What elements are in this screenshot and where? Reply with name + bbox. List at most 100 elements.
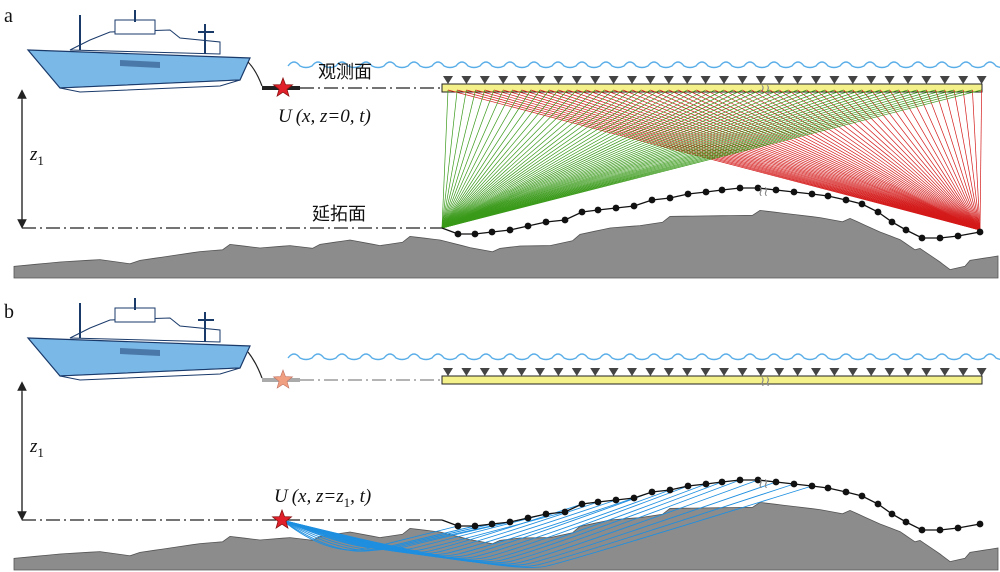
- tow-cable: [247, 61, 263, 87]
- ray-red: [953, 89, 981, 231]
- hydrophone-icon: [608, 76, 619, 84]
- observation-surface-label: 观测面: [318, 62, 372, 83]
- ray-green: [441, 89, 945, 229]
- ray-green: [441, 89, 532, 229]
- continuation-point: [808, 190, 816, 198]
- continuation-point: [702, 480, 710, 488]
- continuation-point: [684, 482, 692, 490]
- ray-red: [595, 89, 981, 231]
- ray-red: [475, 89, 981, 231]
- ray-red: [659, 89, 981, 231]
- survey-ship: [26, 10, 251, 93]
- hydrophone-icon: [590, 76, 601, 84]
- continuation-point: [506, 226, 514, 234]
- ray-green: [441, 89, 835, 229]
- ray-red: [972, 89, 981, 231]
- ray-red: [889, 89, 981, 231]
- continuation-point: [612, 496, 620, 504]
- continuation-point: [842, 488, 850, 496]
- hydrophone-icon: [921, 368, 932, 376]
- ray-green: [441, 89, 964, 229]
- ray-blue: [281, 499, 617, 556]
- ray-red: [778, 89, 981, 231]
- ray-red: [484, 89, 981, 231]
- continuation-point: [684, 190, 692, 198]
- continuation-points: [454, 184, 984, 242]
- ray-green: [441, 89, 982, 229]
- continuation-point: [772, 478, 780, 486]
- hydrophone-icon: [461, 76, 472, 84]
- hydrophone-icon: [847, 368, 858, 376]
- hydrophone-icon: [627, 76, 637, 84]
- continuation-point: [666, 194, 674, 202]
- ray-green: [441, 89, 734, 229]
- continuation-point: [790, 480, 798, 488]
- ray-red: [576, 89, 981, 231]
- ray-red: [567, 89, 981, 231]
- hydrophone-icon: [553, 76, 564, 84]
- ray-green: [441, 89, 909, 229]
- ray-red: [723, 89, 981, 231]
- ray-blue: [281, 485, 813, 568]
- hydrophone-icon: [663, 368, 674, 376]
- ray-green: [441, 89, 771, 229]
- hydrophone-icon: [976, 368, 987, 376]
- seafloor: [13, 501, 999, 571]
- ray-green: [441, 89, 642, 229]
- continuation-point: [594, 498, 602, 506]
- hydrophone-icon: [443, 76, 453, 84]
- hydrophone-icon: [866, 368, 877, 376]
- ray-paths: [281, 479, 813, 568]
- continuation-point: [936, 526, 944, 534]
- panel-b: b ≀≀ z1 ≀≀ U(x, z=z1, t): [4, 298, 1000, 571]
- break-mark-icon: ≀≀: [758, 184, 769, 200]
- ray-red: [962, 89, 981, 231]
- panel-a: a 观测面 ≀≀ z1 U(x, z: [4, 5, 1000, 279]
- continuation-point: [858, 492, 866, 500]
- hydrophone-icon: [682, 368, 693, 376]
- continuation-point: [488, 228, 496, 236]
- ray-green: [441, 89, 918, 229]
- ray-red: [788, 89, 981, 231]
- ray-red: [604, 89, 981, 231]
- ray-red: [935, 89, 981, 231]
- seafloor: [13, 209, 999, 279]
- ray-red: [530, 89, 981, 231]
- hydrophone-icon: [608, 368, 619, 376]
- continuation-point: [471, 522, 479, 530]
- continuation-point: [561, 216, 569, 224]
- ray-green: [441, 89, 669, 229]
- continuation-point: [790, 188, 798, 196]
- ray-red: [944, 89, 981, 231]
- hydrophone-icon: [921, 76, 932, 84]
- ray-green: [441, 89, 863, 229]
- ray-green: [441, 89, 872, 229]
- continuation-point: [718, 186, 726, 194]
- ray-red: [760, 89, 981, 231]
- ray-red: [539, 89, 981, 231]
- source-star-faded: [272, 369, 294, 389]
- ray-red: [668, 89, 981, 231]
- continuation-point: [936, 234, 944, 242]
- continuation-point: [612, 204, 620, 212]
- ray-green: [441, 89, 881, 229]
- sea-surface: [287, 61, 1000, 69]
- ray-green: [441, 89, 605, 229]
- hydrophone-icon: [903, 368, 913, 376]
- panel-label: a: [4, 5, 13, 27]
- tow-cable: [247, 351, 263, 379]
- hydrophone-icon: [829, 368, 840, 376]
- hydrophone-icon: [737, 76, 748, 84]
- ray-green: [441, 89, 955, 229]
- continuation-point: [918, 234, 926, 242]
- ray-green: [441, 89, 660, 229]
- ray-green: [441, 89, 587, 229]
- continuation-point: [666, 486, 674, 494]
- ray-green: [441, 89, 513, 229]
- ray-green: [441, 89, 899, 229]
- continuation-point: [976, 520, 984, 528]
- hydrophone-icon: [939, 76, 950, 84]
- hydrophone-row: [443, 368, 987, 376]
- continuation-surface-label: 延拓面: [312, 204, 366, 225]
